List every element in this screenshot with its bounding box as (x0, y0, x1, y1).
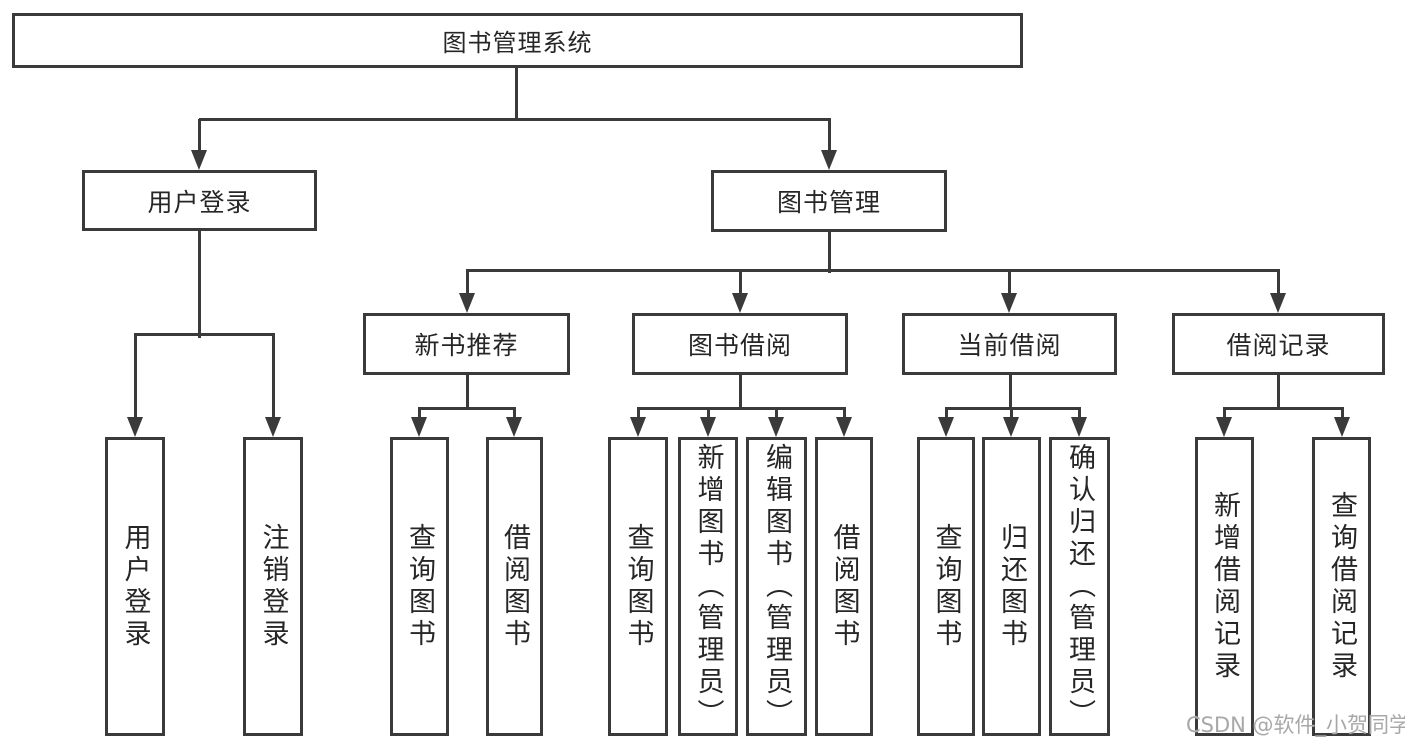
connector-hline (466, 269, 1280, 272)
connector-vline (945, 407, 948, 423)
node-label: 注销登录 (257, 522, 289, 651)
node-label: 当前借阅 (957, 331, 1062, 360)
connector-vline (739, 270, 742, 300)
connector-vline (134, 334, 137, 423)
arrowhead-down-icon (630, 417, 646, 437)
connector-vline (843, 407, 846, 423)
connector-vline (1078, 407, 1081, 423)
connector-hline (1223, 407, 1344, 410)
leaf-records-add-record: 新增借阅记录 (1195, 437, 1254, 736)
arrowhead-down-icon (411, 417, 427, 437)
node-label: 借阅图书 (499, 522, 530, 651)
leaf-newbooks-borrow-books: 借阅图书 (486, 437, 543, 736)
connector-vline (1009, 373, 1012, 410)
node-label: 图书借阅 (687, 331, 792, 360)
leaf-borrowing-add-books-admin: 新增图书（管理员） (678, 437, 738, 736)
connector-vline (828, 119, 831, 156)
arrowhead-down-icon (768, 417, 784, 437)
leaf-user-login: 用户登录 (105, 437, 165, 736)
arrowhead-down-icon (732, 293, 748, 313)
node-library-management-system: 图书管理系统 (12, 13, 1023, 68)
node-current-borrowing: 当前借阅 (902, 313, 1117, 375)
node-label: 确认归还（管理员） (1064, 442, 1095, 731)
leaf-logout: 注销登录 (243, 437, 303, 736)
node-label: 编辑图书（管理员） (761, 442, 792, 731)
node-label: 归还图书 (996, 522, 1027, 651)
connector-vline (1277, 373, 1280, 410)
csdn-watermark: CSDN @软件_小贺同学 (1186, 713, 1405, 737)
arrowhead-down-icon (1334, 417, 1350, 437)
arrowhead-down-icon (1003, 417, 1019, 437)
leaf-current-confirm-return-admin: 确认归还（管理员） (1049, 437, 1110, 736)
leaf-records-query-record: 查询借阅记录 (1312, 437, 1371, 736)
node-borrowing-records: 借阅记录 (1172, 313, 1385, 375)
connector-vline (637, 407, 640, 423)
connector-vline (775, 407, 778, 423)
node-label: 查询图书 (930, 522, 962, 651)
node-label: 新增图书（管理员） (692, 442, 724, 731)
connector-hline (945, 407, 1081, 410)
leaf-borrowing-borrow-books: 借阅图书 (815, 437, 873, 736)
arrowhead-down-icon (1001, 293, 1017, 313)
leaf-current-query-books: 查询图书 (917, 437, 975, 736)
node-label: 用户登录 (147, 187, 252, 217)
arrowhead-down-icon (1071, 417, 1087, 437)
connector-vline (1008, 270, 1011, 300)
connector-vline (1277, 270, 1280, 300)
connector-vline (466, 373, 469, 410)
arrowhead-down-icon (938, 417, 954, 437)
arrowhead-down-icon (1216, 417, 1232, 437)
connector-vline (739, 373, 742, 410)
connector-vline (513, 407, 516, 423)
connector-vline (1341, 407, 1344, 423)
node-label: 图书管理系统 (442, 29, 593, 57)
connector-hline (199, 118, 831, 121)
node-label: 图书管理 (776, 188, 881, 217)
arrowhead-down-icon (836, 417, 852, 437)
node-book-management: 图书管理 (711, 170, 947, 232)
connector-hline (637, 407, 846, 410)
connector-hline (418, 407, 516, 410)
arrowhead-down-icon (506, 417, 522, 437)
connector-vline (828, 229, 831, 273)
arrowhead-down-icon (1270, 293, 1286, 313)
leaf-current-return-books: 归还图书 (982, 437, 1041, 736)
connector-hline (134, 333, 275, 336)
arrowhead-down-icon (821, 150, 837, 170)
node-label: 查询图书 (622, 522, 654, 651)
connector-vline (515, 66, 518, 121)
node-label: 查询借阅记录 (1326, 490, 1357, 683)
node-label: 查询图书 (404, 522, 435, 651)
connector-vline (418, 407, 421, 423)
node-user-login: 用户登录 (82, 170, 317, 231)
arrowhead-down-icon (265, 417, 281, 437)
node-label: 新增借阅记录 (1209, 490, 1240, 683)
connector-vline (1010, 407, 1013, 423)
connector-vline (1223, 407, 1226, 423)
connector-vline (198, 229, 201, 338)
connector-vline (466, 270, 469, 300)
connector-vline (707, 407, 710, 423)
leaf-borrowing-query-books: 查询图书 (608, 437, 668, 736)
arrowhead-down-icon (459, 293, 475, 313)
node-book-borrowing: 图书借阅 (632, 313, 848, 375)
connector-vline (198, 119, 201, 156)
arrowhead-down-icon (127, 417, 143, 437)
node-label: 用户登录 (119, 522, 151, 651)
leaf-borrowing-edit-books-admin: 编辑图书（管理员） (746, 437, 807, 736)
connector-vline (272, 334, 275, 423)
node-label: 借阅记录 (1226, 331, 1331, 360)
node-label: 借阅图书 (828, 522, 860, 651)
arrowhead-down-icon (191, 150, 207, 170)
node-label: 新书推荐 (414, 331, 519, 360)
arrowhead-down-icon (700, 417, 716, 437)
node-new-book-recommendation: 新书推荐 (363, 313, 570, 375)
leaf-newbooks-query-books: 查询图书 (390, 437, 449, 736)
